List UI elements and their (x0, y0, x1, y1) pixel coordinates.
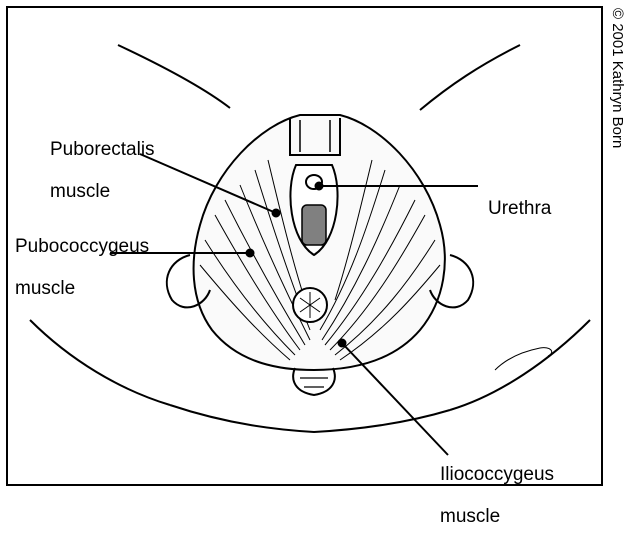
copyright-notice: © 2001 Kathryn Born (604, 8, 626, 228)
buttock-contour-left (30, 320, 170, 405)
label-puborectalis-line1: Puborectalis (50, 139, 155, 160)
label-urethra-text: Urethra (488, 198, 551, 219)
vaginal-opening (302, 205, 326, 245)
pubococcygeus-leader-dot (247, 250, 254, 257)
artist-signature (495, 348, 552, 370)
copyright-text: © 2001 Kathryn Born (609, 8, 626, 148)
label-pubococcygeus: Pubococcygeus muscle (15, 215, 149, 320)
thigh-contour-right-upper (420, 45, 520, 110)
iliococcygeus-leader (342, 343, 448, 455)
label-puborectalis-line2: muscle (50, 181, 155, 202)
urethra-leader-dot (316, 183, 323, 190)
label-iliococcygeus-line2: muscle (440, 506, 554, 527)
iliococcygeus-leader-dot (339, 340, 346, 347)
label-iliococcygeus-line1: Iliococcygeus (440, 464, 554, 485)
thigh-contour-left-upper (118, 45, 230, 108)
label-pubococcygeus-line2: muscle (15, 278, 149, 299)
puborectalis-leader-dot (273, 210, 280, 217)
coccyx (293, 368, 335, 395)
label-pubococcygeus-line1: Pubococcygeus (15, 236, 149, 257)
gluteal-fold (170, 405, 450, 432)
label-urethra: Urethra (488, 177, 551, 240)
pelvic-floor-illustration: Puborectalis muscle Pubococcygeus muscle… (0, 0, 629, 487)
label-iliococcygeus: Iliococcygeus muscle (440, 443, 554, 548)
buttock-contour-right (450, 320, 590, 410)
label-puborectalis: Puborectalis muscle (50, 118, 155, 223)
